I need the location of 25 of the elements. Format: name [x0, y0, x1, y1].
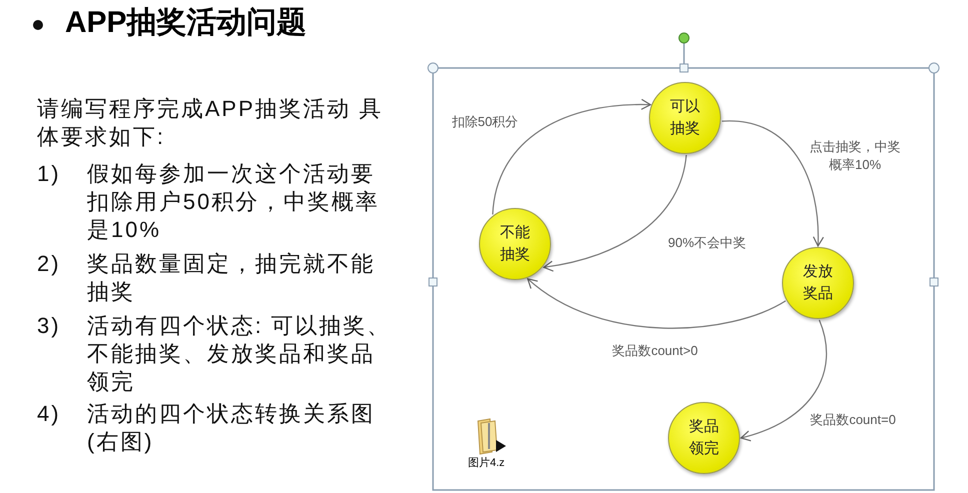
- item-number: 1): [37, 160, 62, 188]
- edge-label: 点击抽奖，中奖概率10%: [808, 138, 902, 174]
- edge-label: 扣除50积分: [450, 113, 520, 131]
- title: APP抽奖活动问题: [65, 5, 307, 41]
- edge-label: 奖品数count>0: [611, 342, 699, 360]
- edge-label: 90%不会中奖: [666, 234, 748, 252]
- arrow: [543, 154, 687, 272]
- item-number: 3): [37, 312, 62, 340]
- arrow: [722, 120, 824, 247]
- edge-label: 奖品数count=0: [809, 411, 897, 429]
- file-name: 图片4.z: [468, 456, 506, 470]
- state-circle: 发放奖品: [782, 247, 854, 319]
- item-number: 4): [37, 400, 62, 428]
- item-text: 活动有四个状态: 可以抽奖、不能抽奖、发放奖品和奖品领完: [87, 312, 392, 396]
- state-circle: 不能抽奖: [479, 208, 551, 280]
- intro-text: 请编写程序完成APP抽奖活动 具体要求如下:: [37, 95, 384, 151]
- arrow: [492, 99, 652, 215]
- arrow: [740, 320, 827, 441]
- arrow: [527, 278, 786, 329]
- item-number: 2): [37, 250, 62, 278]
- item-text: 奖品数量固定，抽完就不能抽奖: [87, 250, 376, 306]
- item-text: 假如每参加一次这个活动要扣除用户50积分，中奖概率是10%: [87, 160, 380, 244]
- item-text: 活动的四个状态转换关系图(右图): [87, 400, 376, 456]
- state-circle: 可以抽奖: [649, 82, 721, 154]
- state-circle: 奖品领完: [668, 402, 740, 474]
